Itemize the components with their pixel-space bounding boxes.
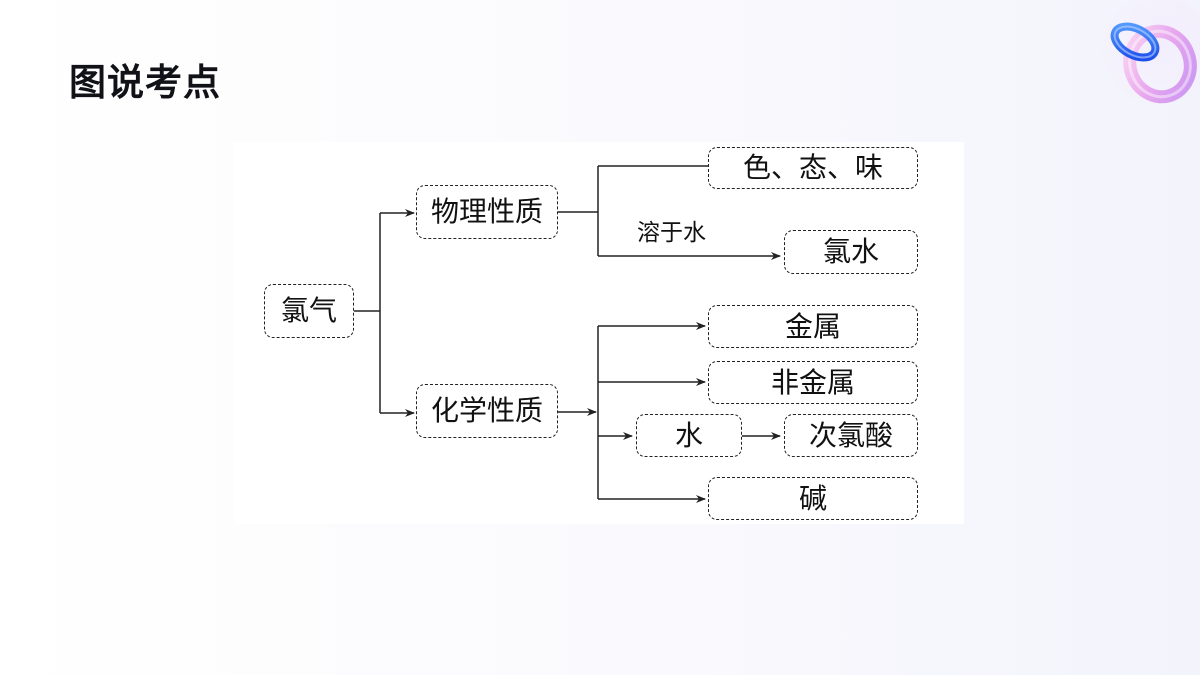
node-chemical-properties: 化学性质: [416, 384, 558, 438]
node-physical-properties: 物理性质: [416, 185, 558, 239]
node-nonmetal: 非金属: [708, 361, 918, 404]
page-title: 图说考点: [69, 61, 221, 104]
node-hypochlorous-acid: 次氯酸: [784, 414, 918, 457]
connector-lines: [354, 165, 781, 503]
node-chlorine-water: 氯水: [784, 230, 918, 274]
node-water: 水: [636, 414, 742, 457]
node-root: 氯气: [264, 284, 354, 338]
node-base: 碱: [708, 477, 918, 520]
ring-decoration-icon: [1102, 0, 1200, 105]
node-appearance: 色、态、味: [708, 147, 918, 189]
concept-map: 氯气 物理性质 化学性质 色、态、味 溶于水 氯水 金属 非金属 水 次氯酸 碱: [234, 142, 964, 524]
label-dissolve-in-water: 溶于水: [637, 220, 706, 246]
node-metal: 金属: [708, 305, 918, 348]
